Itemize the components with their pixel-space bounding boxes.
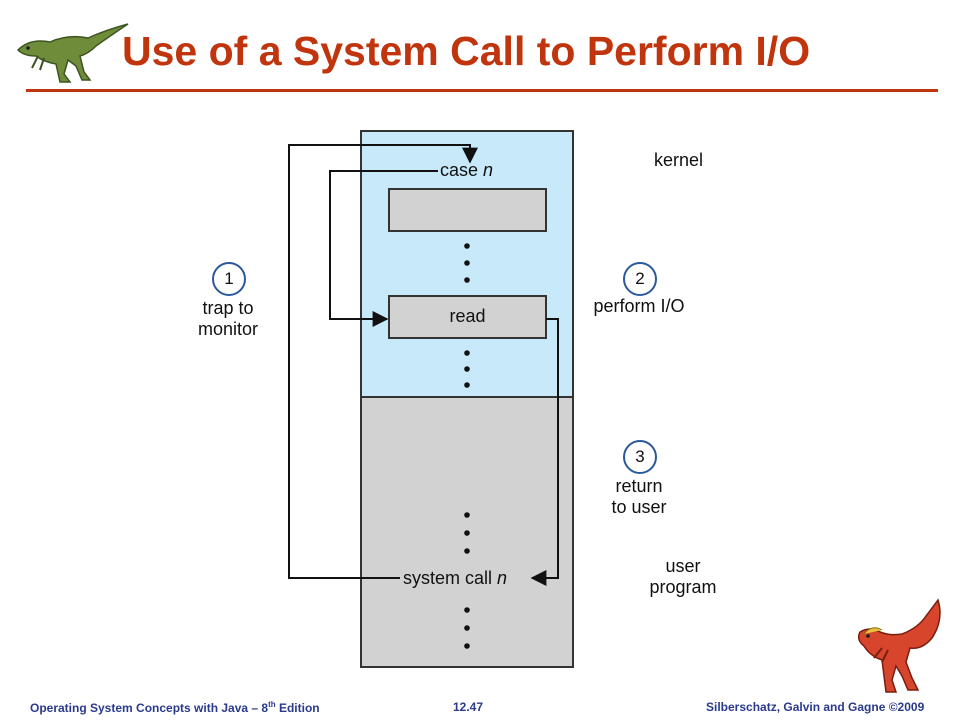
step-3-label: return to user [611,476,667,517]
step-1-badge: 1 [212,262,246,296]
return-arrow [530,318,559,586]
user-program-label: user program [649,556,717,597]
trap-arrow [288,144,478,579]
footer-copyright: Silberschatz, Galvin and Gagne ©2009 [706,700,925,714]
title-divider [26,89,938,92]
footer-course: Operating System Concepts with Java – 8t… [30,700,320,715]
case-n-label: case n [440,160,494,180]
slide-title: Use of a System Call to Perform I/O [122,28,811,74]
kernel-ellipsis [464,243,470,388]
red-dinosaur-icon [857,598,941,693]
kernel-label: kernel [654,150,704,170]
read-box [388,295,547,339]
step-3-badge: 3 [623,440,657,474]
step-1-label: trap to monitor [197,298,259,339]
system-call-n-label: system call n [403,568,508,588]
footer-page-number: 12.47 [453,700,484,714]
step-2-label: perform I/O [593,296,685,316]
green-dinosaur-icon [16,23,129,83]
user-ellipsis [464,512,470,649]
dispatch-arrow [329,170,438,327]
step-2-badge: 2 [623,262,657,296]
kernel-code-box [388,188,547,232]
read-label: read [449,306,486,326]
